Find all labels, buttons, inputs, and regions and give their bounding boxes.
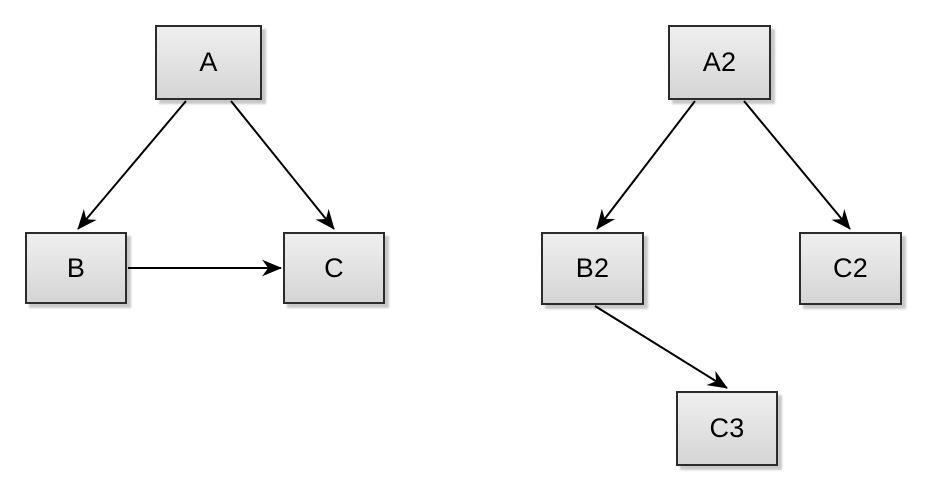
- node-b[interactable]: B: [25, 232, 127, 304]
- node-label-c: C: [324, 252, 344, 283]
- edge-group: [77, 100, 851, 389]
- node-label-a2: A2: [702, 47, 737, 77]
- node-c3[interactable]: C3: [676, 391, 778, 466]
- node-a2[interactable]: A2: [668, 25, 771, 100]
- node-a[interactable]: A: [155, 25, 262, 100]
- edge-a2-to-b2[interactable]: [596, 100, 696, 230]
- node-label-c3: C3: [709, 413, 745, 443]
- node-label-b2: B2: [575, 253, 610, 283]
- edge-b2-to-c3[interactable]: [594, 305, 728, 389]
- node-label-c2: C2: [833, 253, 868, 283]
- node-b2[interactable]: B2: [541, 232, 644, 305]
- node-c[interactable]: C: [283, 232, 385, 304]
- edge-a-to-b[interactable]: [77, 100, 187, 230]
- edge-a2-to-c2[interactable]: [743, 100, 851, 230]
- edge-a-to-c[interactable]: [230, 100, 335, 230]
- node-c2[interactable]: C2: [799, 232, 902, 305]
- node-label-b: B: [66, 252, 86, 283]
- node-label-a: A: [199, 47, 218, 77]
